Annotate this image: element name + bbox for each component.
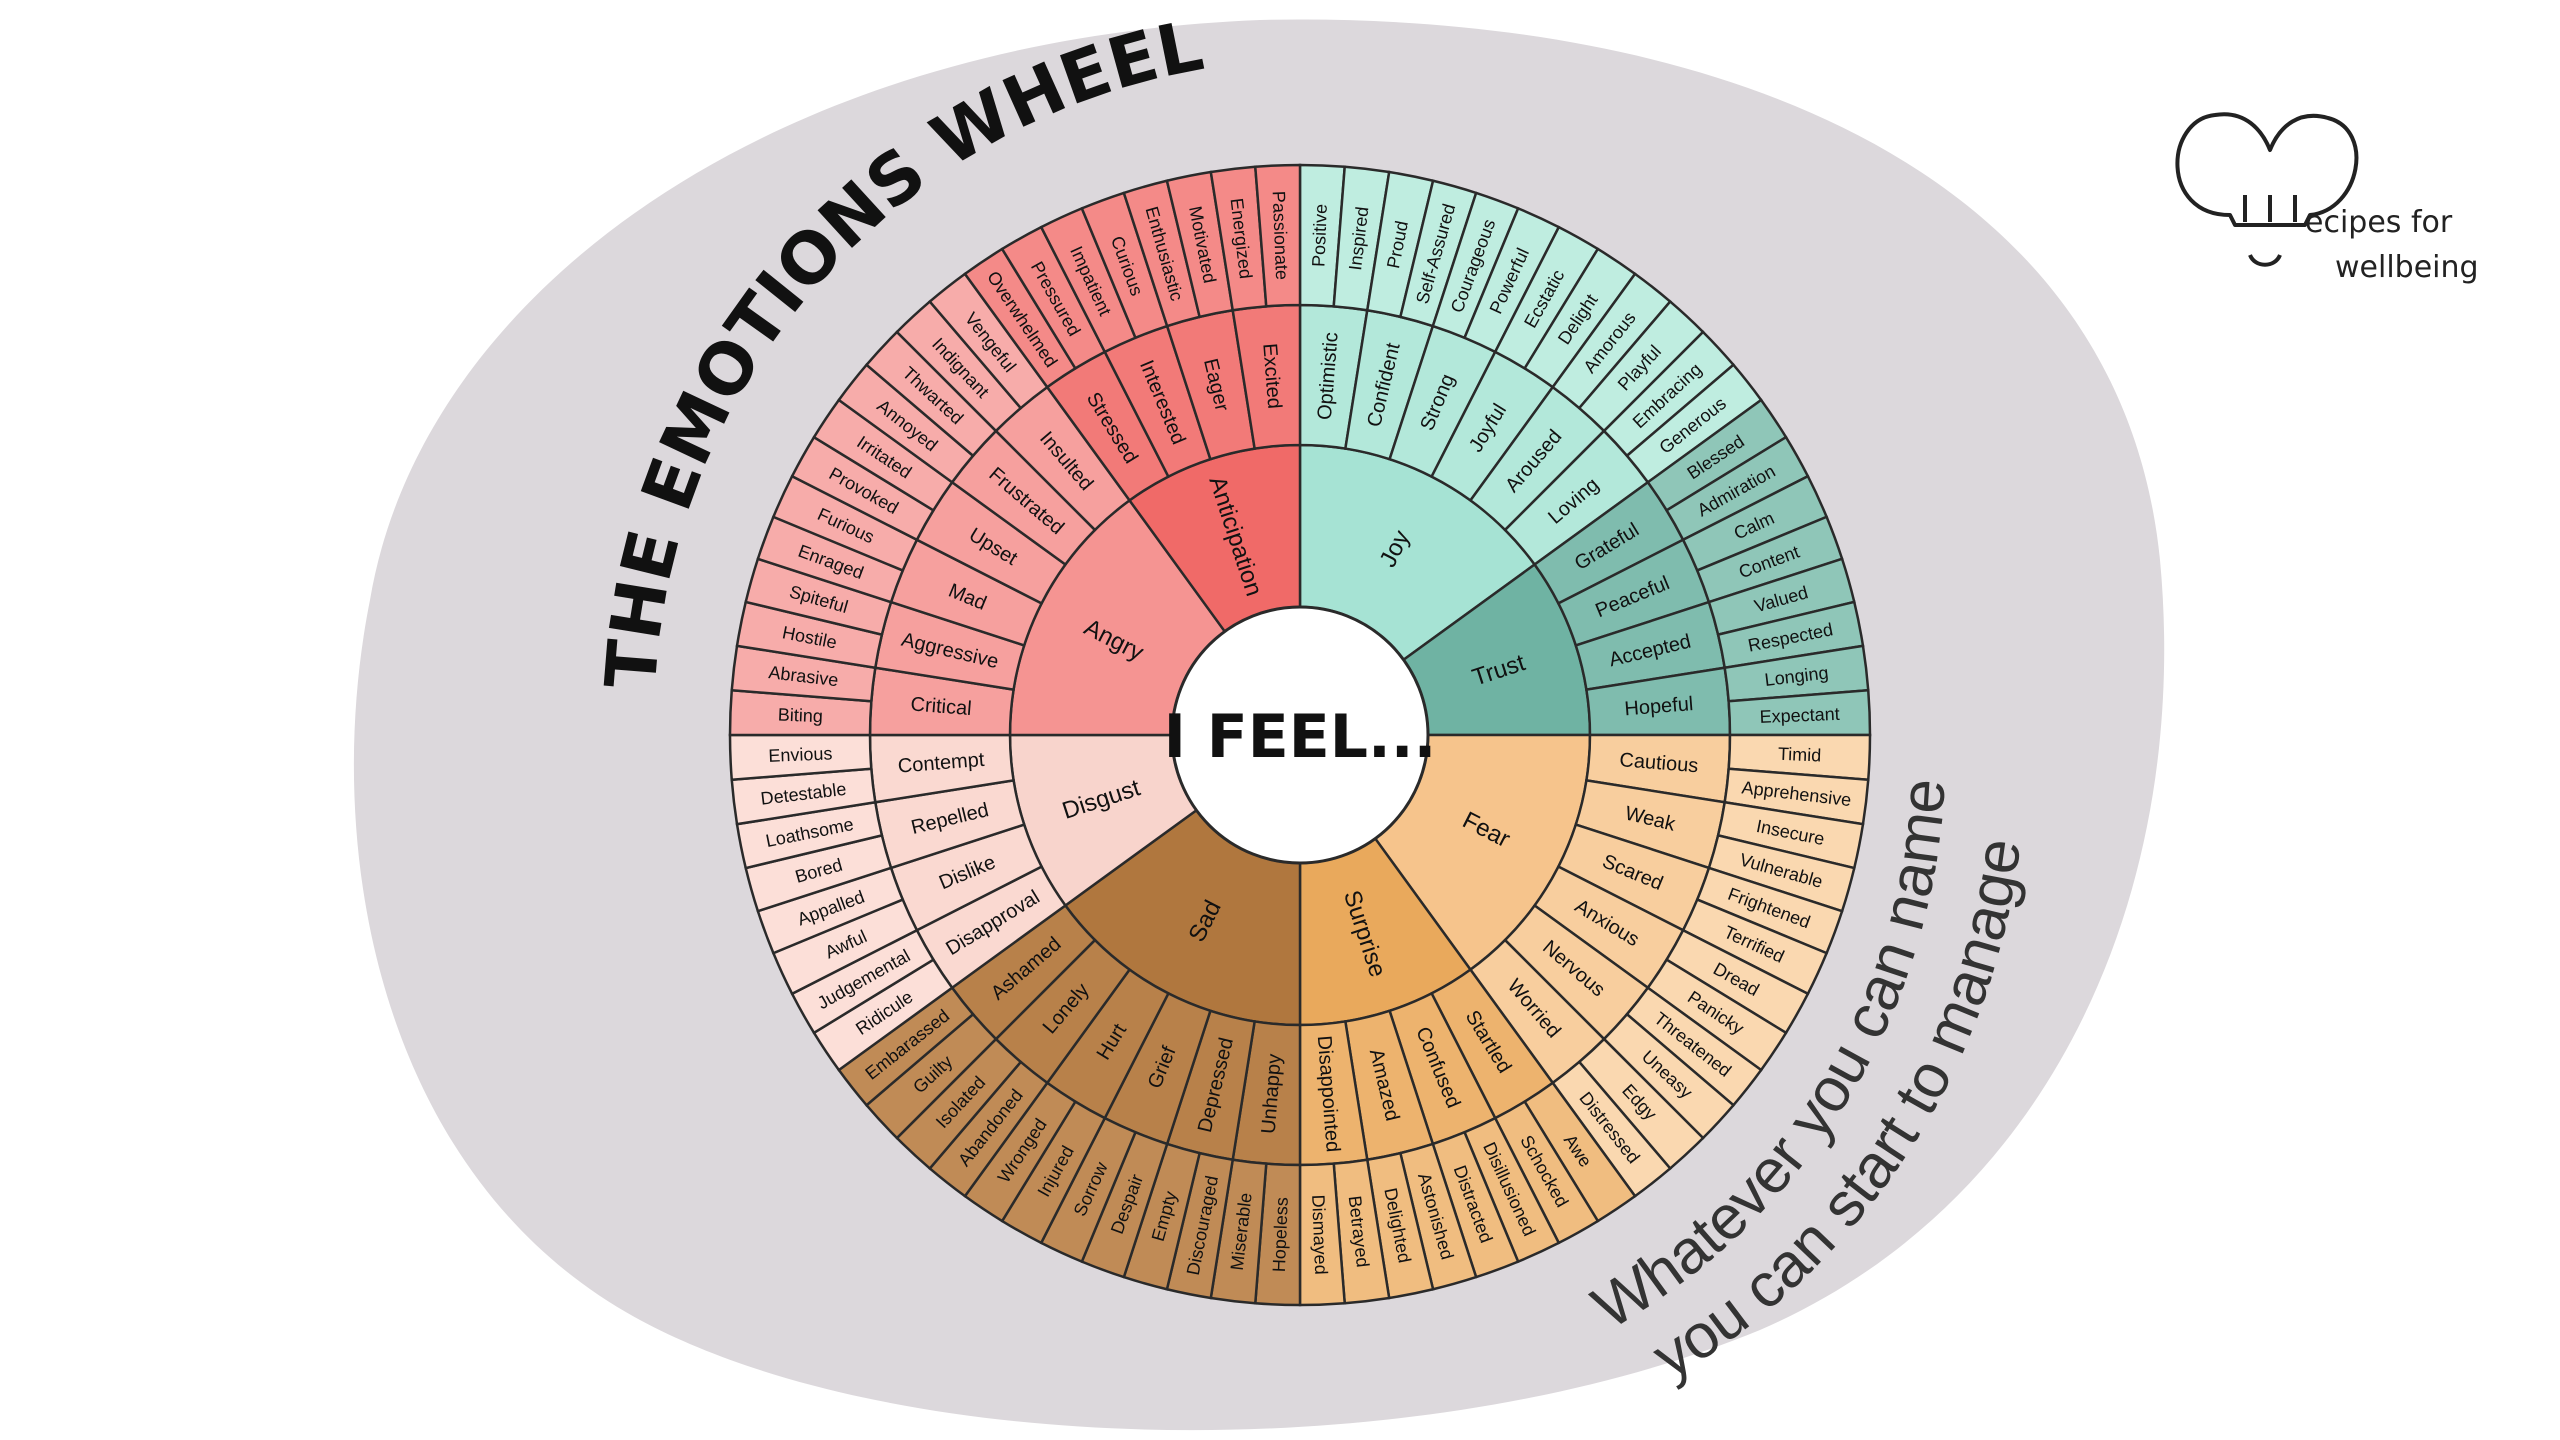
mid-label-critical: Critical — [910, 693, 973, 720]
mid-label-excited: Excited — [1258, 343, 1285, 410]
outer-label-hopeless: Hopeless — [1269, 1197, 1292, 1273]
outer-label-timid: Timid — [1778, 744, 1822, 766]
outer-label-positive: Positive — [1308, 204, 1330, 268]
outer-label-envious: Envious — [768, 743, 833, 765]
outer-segment-passionate — [1253, 163, 1302, 308]
outer-label-biting: Biting — [777, 704, 823, 726]
brand-logo: ecipes for wellbeing — [2175, 112, 2479, 285]
hub-label: I FEEL... — [1164, 702, 1437, 772]
outer-label-passionate: Passionate — [1269, 191, 1292, 281]
outer-label-dismayed: Dismayed — [1308, 1194, 1331, 1275]
outer-label-expectant: Expectant — [1759, 704, 1840, 727]
logo-line-1: ecipes for — [2305, 205, 2453, 240]
hub-circle — [1170, 605, 1430, 865]
mid-label-hopeful: Hopeful — [1624, 693, 1694, 720]
wheel-hub: I FEEL... — [1164, 605, 1437, 865]
logo-line-2: wellbeing — [2335, 250, 2479, 285]
chef-hat-heart-icon — [2175, 112, 2359, 267]
